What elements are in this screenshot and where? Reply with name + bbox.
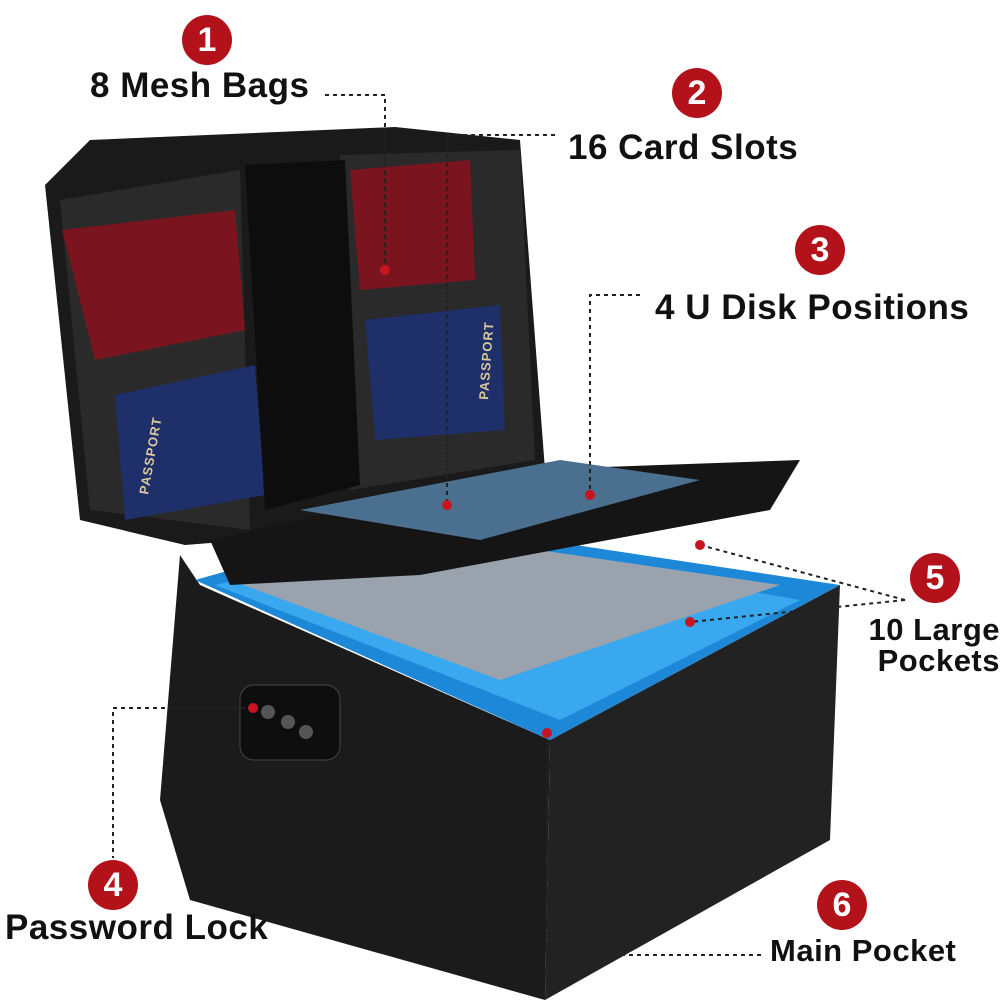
leader-lines xyxy=(112,94,906,956)
bag-front xyxy=(160,555,550,1000)
callout-label-large-pockets-line2: Pockets xyxy=(877,643,1000,678)
callout-badge-4: 4 xyxy=(88,860,138,910)
callout-badge-6: 6 xyxy=(817,880,867,930)
callout-label-card-slots: 16 Card Slots xyxy=(568,128,799,167)
passport-red xyxy=(62,210,245,360)
passport-text: PASSPORT xyxy=(476,321,496,400)
callout-badge-5: 5 xyxy=(910,553,960,603)
callout-label-main-pocket: Main Pocket xyxy=(770,933,957,968)
callout-dots xyxy=(248,265,705,738)
callout-label-u-disk-positions: 4 U Disk Positions xyxy=(655,288,970,327)
callout-badge-1: 1 xyxy=(182,15,232,65)
callout-label-mesh-bags: 8 Mesh Bags xyxy=(90,66,310,105)
callout-badge-2: 2 xyxy=(672,68,722,118)
callout-badge-3: 3 xyxy=(795,225,845,275)
passport-red xyxy=(350,160,475,290)
callout-label-large-pockets-line1: 10 Large xyxy=(868,612,1000,647)
callout-label-password-lock: Password Lock xyxy=(5,908,269,947)
bag-side xyxy=(545,585,840,1000)
passport-blue xyxy=(115,365,265,520)
passport-blue xyxy=(365,305,505,440)
